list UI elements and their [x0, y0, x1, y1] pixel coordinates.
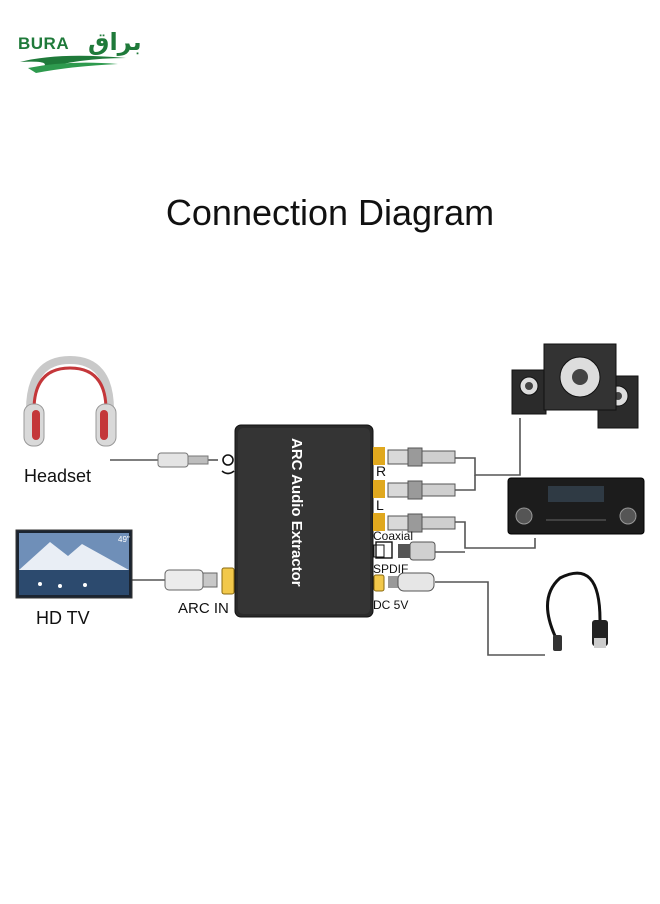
- rca-plugs: [387, 447, 456, 592]
- headphone-jack-plug-icon: [157, 452, 218, 468]
- hdtv-icon: 49": [15, 529, 133, 599]
- av-receiver-icon: [507, 477, 645, 535]
- page-title: Connection Diagram: [165, 192, 495, 233]
- headset-icon: [23, 355, 117, 447]
- arc-audio-extractor-device: [221, 424, 385, 618]
- r-label: R: [376, 463, 387, 479]
- connection-diagram: 49" ARC Audio Extractor: [15, 343, 645, 656]
- headset-label: Headset: [24, 466, 92, 486]
- spdif-label: SPDIF: [373, 562, 409, 576]
- usb-cable-icon: [546, 571, 608, 651]
- logo-swoosh-icon: [20, 55, 126, 73]
- headphone-jack-icon: [221, 454, 235, 475]
- tv-size-label: 49": [118, 535, 130, 544]
- arc-in-label: ARC IN: [178, 600, 229, 617]
- device-name: ARC Audio Extractor: [288, 438, 305, 587]
- coaxial-label: Coaxial: [373, 529, 414, 543]
- logo-arabic-text: براق: [88, 28, 142, 56]
- brand-logo: BURA براق: [18, 28, 142, 74]
- cable-lines: [110, 418, 545, 656]
- l-label: L: [376, 497, 384, 513]
- hdmi-plug-icon: [164, 569, 218, 591]
- hdtv-label: HD TV: [36, 608, 90, 628]
- dc5v-label: DC 5V: [373, 598, 409, 612]
- speakers-icon: [511, 343, 639, 429]
- logo-latin-text: BURA: [18, 34, 70, 53]
- spdif-symbol-icon: [375, 541, 393, 559]
